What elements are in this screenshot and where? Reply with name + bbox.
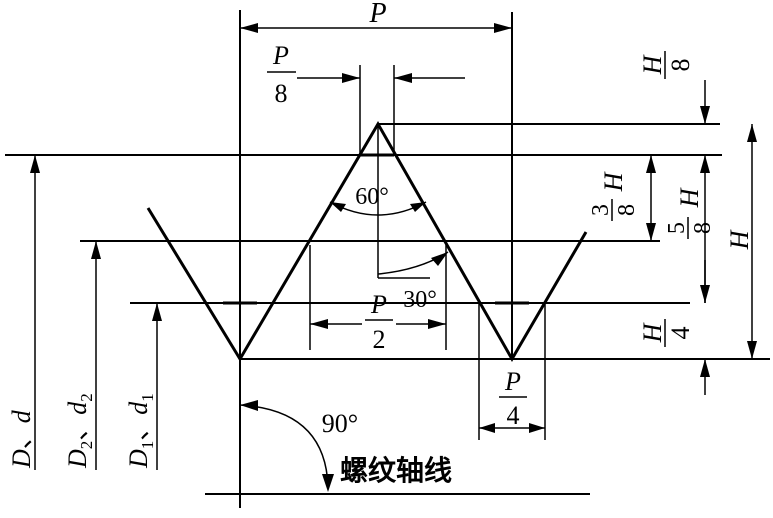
half-pitch-arrow-left bbox=[310, 319, 328, 329]
pitch-eighth-arrow-left bbox=[342, 73, 360, 83]
angle-60-arrow-right bbox=[410, 202, 426, 212]
svg-text:D1、d1: D1、d1 bbox=[124, 393, 157, 469]
minor-diameter-symbol-a: D bbox=[124, 449, 153, 469]
pitch-diameter-label: D2、d2 bbox=[63, 393, 96, 469]
angle-90-label: 90° bbox=[322, 409, 358, 438]
height-quarter-denominator: 4 bbox=[666, 327, 695, 340]
svg-text:D、d: D、d bbox=[7, 409, 36, 469]
thread-axis-label: 螺纹轴线 bbox=[340, 454, 452, 487]
major-diameter-symbol-b: d bbox=[7, 409, 36, 423]
pitch-diameter-separator: 、 bbox=[63, 415, 92, 441]
height-eighth-arrow-top bbox=[700, 106, 710, 124]
angle-90-arrow-left bbox=[240, 400, 258, 411]
height-three-eighths-symbol: H bbox=[599, 171, 628, 192]
angle-30-arrow bbox=[431, 252, 448, 266]
major-diameter-arrow bbox=[30, 155, 40, 173]
quarter-pitch-numerator: P bbox=[504, 367, 521, 396]
major-diameter-symbol-a: D bbox=[7, 449, 36, 469]
minor-diameter-sub-a: 1 bbox=[138, 441, 157, 450]
height-full-arrow-top bbox=[747, 124, 757, 142]
major-diameter-separator: 、 bbox=[7, 423, 36, 449]
quarter-pitch-denominator: 4 bbox=[507, 401, 520, 430]
height-three-eighths-coef-den: 8 bbox=[614, 204, 640, 216]
pitch-eighth-denominator: 8 bbox=[275, 79, 288, 108]
height-three-eighths-label: 3 8 H bbox=[588, 171, 640, 221]
angle-90-arrow-bottom bbox=[322, 474, 334, 492]
half-pitch-numerator: P bbox=[370, 290, 387, 319]
height-eighth-arrow-bottom bbox=[700, 155, 710, 173]
pitch-diameter-symbol-b: d bbox=[63, 401, 92, 415]
height-three-eighths-coef-num: 3 bbox=[588, 204, 614, 216]
minor-diameter-symbol-b: d bbox=[124, 401, 153, 415]
angle-90-arc bbox=[239, 404, 329, 487]
pitch-diameter-sub-a: 2 bbox=[77, 441, 96, 450]
height-eighth-numerator: H bbox=[638, 54, 667, 75]
quarter-pitch-arrow-left bbox=[479, 423, 495, 433]
height-quarter-label: H 4 bbox=[638, 319, 695, 347]
height-quarter-numerator: H bbox=[638, 322, 667, 343]
pitch-diameter-arrow bbox=[91, 241, 101, 259]
pitch-arrow-left bbox=[240, 23, 258, 33]
height-full-arrow-bottom bbox=[747, 341, 757, 359]
svg-text:D2、d2: D2、d2 bbox=[63, 393, 96, 469]
height-quarter-arrow-top bbox=[700, 285, 710, 303]
height-full-label: H bbox=[725, 229, 754, 250]
height-five-eighths-coef-num: 5 bbox=[664, 222, 690, 234]
height-eighth-label: H 8 bbox=[638, 51, 695, 79]
pitch-arrow-right bbox=[494, 23, 512, 33]
pitch-label: P bbox=[368, 0, 386, 29]
height-three-eighths-arrow-top bbox=[646, 155, 656, 173]
height-eighth-denominator: 8 bbox=[666, 59, 695, 72]
minor-diameter-sub-b: 1 bbox=[138, 393, 157, 402]
angle-30-label: 30° bbox=[403, 287, 437, 313]
half-pitch-arrow-right bbox=[428, 319, 446, 329]
height-five-eighths-label: 5 8 H bbox=[664, 187, 716, 239]
pitch-diameter-sub-b: 2 bbox=[77, 393, 96, 402]
height-five-eighths-symbol: H bbox=[675, 187, 704, 208]
half-pitch-denominator: 2 bbox=[373, 325, 386, 354]
height-quarter-arrow-bottom bbox=[700, 359, 710, 377]
major-diameter-label: D、d bbox=[7, 409, 36, 469]
quarter-pitch-arrow-right bbox=[529, 423, 545, 433]
height-three-eighths-arrow-bottom bbox=[646, 223, 656, 241]
height-five-eighths-coef-den: 8 bbox=[690, 222, 716, 234]
angle-60-label: 60° bbox=[355, 184, 389, 210]
pitch-eighth-arrow-right bbox=[394, 73, 412, 83]
minor-diameter-arrow bbox=[152, 303, 162, 321]
angle-60-arrow-left bbox=[330, 202, 346, 212]
minor-diameter-separator: 、 bbox=[124, 415, 153, 441]
pitch-diameter-symbol-a: D bbox=[63, 449, 92, 469]
minor-diameter-label: D1、d1 bbox=[124, 393, 157, 469]
pitch-eighth-numerator: P bbox=[272, 41, 289, 70]
